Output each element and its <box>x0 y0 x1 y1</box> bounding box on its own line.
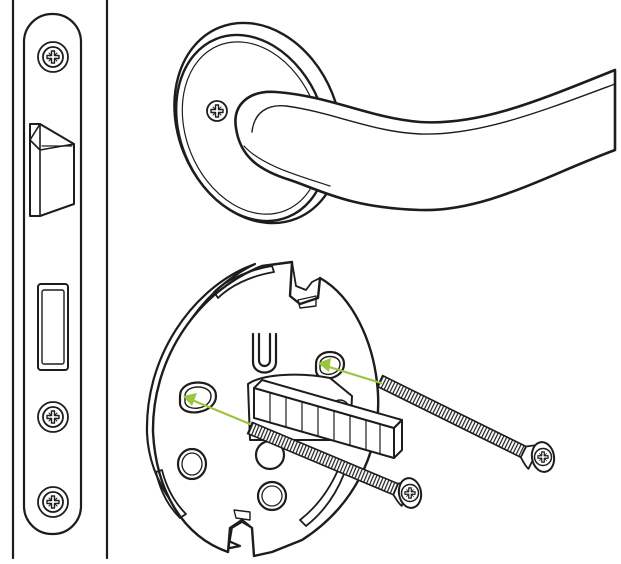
spindle-segments <box>269 392 381 455</box>
insertion-arrow-upper-icon <box>318 358 383 385</box>
faceplate-screw-middle-icon <box>37 401 69 433</box>
lever-arm <box>234 68 617 212</box>
door-edge <box>11 0 109 560</box>
screw-lower-head-icon <box>397 477 423 509</box>
screw-upper-head-icon <box>530 441 556 473</box>
lock-spindle <box>253 379 403 459</box>
faceplate-screw-bottom-icon <box>37 486 69 518</box>
plate-top-clip <box>291 261 321 291</box>
latch-bolt <box>29 123 75 217</box>
mounting-screw-upper <box>376 374 556 473</box>
faceplate-outline <box>22 12 83 536</box>
lock-faceplate <box>22 12 83 536</box>
lever-handle <box>173 21 617 225</box>
mounting-screw-lower <box>246 421 423 509</box>
plate-slot-bottom <box>155 469 187 519</box>
deadbolt-slot <box>37 283 69 371</box>
rose-screw-icon <box>206 100 228 122</box>
faceplate-screw-top-icon <box>37 41 69 73</box>
plate-slot-top <box>213 265 275 299</box>
insertion-arrow-lower-icon <box>183 393 252 426</box>
plate-u-mark <box>251 332 278 374</box>
